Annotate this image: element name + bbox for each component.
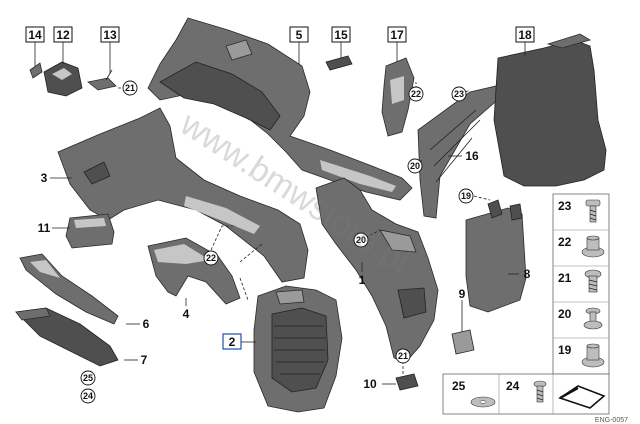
svg-text:19: 19 xyxy=(558,343,572,357)
clip-nut-icon xyxy=(581,343,605,368)
svg-text:17: 17 xyxy=(390,28,404,42)
part-15-clip-strip xyxy=(325,55,353,71)
callout-6[interactable]: 6 xyxy=(143,317,150,331)
callout-21-low[interactable]: 21 xyxy=(395,348,411,364)
callout-19[interactable]: 19 xyxy=(458,188,474,204)
svg-text:5: 5 xyxy=(296,28,303,42)
reference-number: ENG-0057 xyxy=(595,417,628,424)
callout-12[interactable]: 12 xyxy=(53,26,73,43)
part-2-storage-tray xyxy=(253,285,343,413)
svg-text:19: 19 xyxy=(461,191,471,201)
svg-text:21: 21 xyxy=(125,83,135,93)
screw-icon xyxy=(585,199,601,223)
callout-15[interactable]: 15 xyxy=(331,26,351,43)
part-4-box-cover xyxy=(147,237,241,305)
legend-item-19[interactable]: 19 xyxy=(558,343,605,368)
callout-8[interactable]: 8 xyxy=(524,267,531,281)
legend-item-22[interactable]: 22 xyxy=(558,235,605,258)
legend-item-25[interactable]: 25 xyxy=(452,379,496,408)
svg-text:20: 20 xyxy=(356,235,366,245)
part-17-bracket xyxy=(381,57,415,137)
callout-21-top[interactable]: 21 xyxy=(122,80,138,96)
part-outline-symbol-icon xyxy=(558,385,606,409)
screw-icon xyxy=(584,269,602,293)
legend-item-20[interactable]: 20 xyxy=(558,307,603,330)
svg-text:15: 15 xyxy=(334,28,348,42)
clip-nut-icon xyxy=(581,235,605,258)
svg-text:14: 14 xyxy=(28,28,42,42)
callout-11[interactable]: 11 xyxy=(38,221,51,235)
callout-14[interactable]: 14 xyxy=(25,26,45,43)
callout-7[interactable]: 7 xyxy=(141,353,148,367)
callout-17[interactable]: 17 xyxy=(387,26,407,43)
washer-pad-icon xyxy=(470,396,496,408)
screw-icon xyxy=(533,380,547,403)
expansion-rivet-icon xyxy=(583,307,603,330)
callout-4[interactable]: 4 xyxy=(183,307,190,321)
svg-text:25: 25 xyxy=(452,379,466,393)
callout-25-left[interactable]: 25 xyxy=(80,370,96,386)
callout-16[interactable]: 16 xyxy=(465,149,479,163)
callout-1[interactable]: 1 xyxy=(359,273,366,287)
part-3-left-side-trim xyxy=(57,107,309,283)
svg-text:22: 22 xyxy=(206,253,216,263)
svg-text:25: 25 xyxy=(83,373,93,383)
part-1-lower-rear-trim xyxy=(315,177,439,363)
svg-text:24: 24 xyxy=(83,391,93,401)
callout-9[interactable]: 9 xyxy=(459,287,466,301)
svg-text:24: 24 xyxy=(506,379,520,393)
callouts: 14 12 13 5 15 17 18 2 3 xyxy=(25,26,535,404)
svg-text:23: 23 xyxy=(558,199,572,213)
svg-text:23: 23 xyxy=(454,89,464,99)
part-9-clip xyxy=(451,329,475,355)
part-6-trim-strip xyxy=(19,253,119,325)
part-11-trim-block xyxy=(65,213,115,249)
callout-5[interactable]: 5 xyxy=(289,26,309,43)
callout-18[interactable]: 18 xyxy=(515,26,535,43)
callout-20-mid[interactable]: 20 xyxy=(407,158,423,174)
callout-22-top[interactable]: 22 xyxy=(408,86,424,102)
svg-text:20: 20 xyxy=(558,307,572,321)
legend-item-23[interactable]: 23 xyxy=(558,199,601,223)
callout-10[interactable]: 10 xyxy=(363,377,377,391)
svg-text:21: 21 xyxy=(558,271,572,285)
part-10-connector xyxy=(395,373,419,391)
svg-text:13: 13 xyxy=(103,28,117,42)
svg-text:21: 21 xyxy=(398,351,408,361)
callout-20-low[interactable]: 20 xyxy=(353,232,369,248)
svg-text:22: 22 xyxy=(558,235,572,249)
svg-text:22: 22 xyxy=(411,89,421,99)
part-12-bracket xyxy=(43,61,83,97)
legend-item-24[interactable]: 24 xyxy=(506,379,547,403)
svg-text:2: 2 xyxy=(229,335,236,349)
callout-3[interactable]: 3 xyxy=(41,171,48,185)
callout-23-top[interactable]: 23 xyxy=(451,86,467,102)
svg-text:18: 18 xyxy=(518,28,532,42)
callout-24-left[interactable]: 24 xyxy=(80,388,96,404)
part-14-cover-cap xyxy=(29,62,43,79)
part-16-ribbed-bracket xyxy=(417,85,503,219)
part-8-box-module xyxy=(465,199,527,313)
part-13-hook xyxy=(87,69,117,91)
hardware-legend: 23 22 21 20 xyxy=(442,193,610,415)
callout-22-mid[interactable]: 22 xyxy=(203,250,219,266)
legend-item-21[interactable]: 21 xyxy=(558,269,602,293)
svg-text:20: 20 xyxy=(410,161,420,171)
part-7-trim-strip xyxy=(15,307,119,367)
part-5-upper-side-trim xyxy=(147,17,413,201)
svg-text:12: 12 xyxy=(56,28,70,42)
callout-2[interactable]: 2 xyxy=(222,333,242,350)
part-18-rear-side-panel xyxy=(493,33,607,187)
callout-13[interactable]: 13 xyxy=(100,26,120,43)
leader-lines xyxy=(34,42,526,385)
